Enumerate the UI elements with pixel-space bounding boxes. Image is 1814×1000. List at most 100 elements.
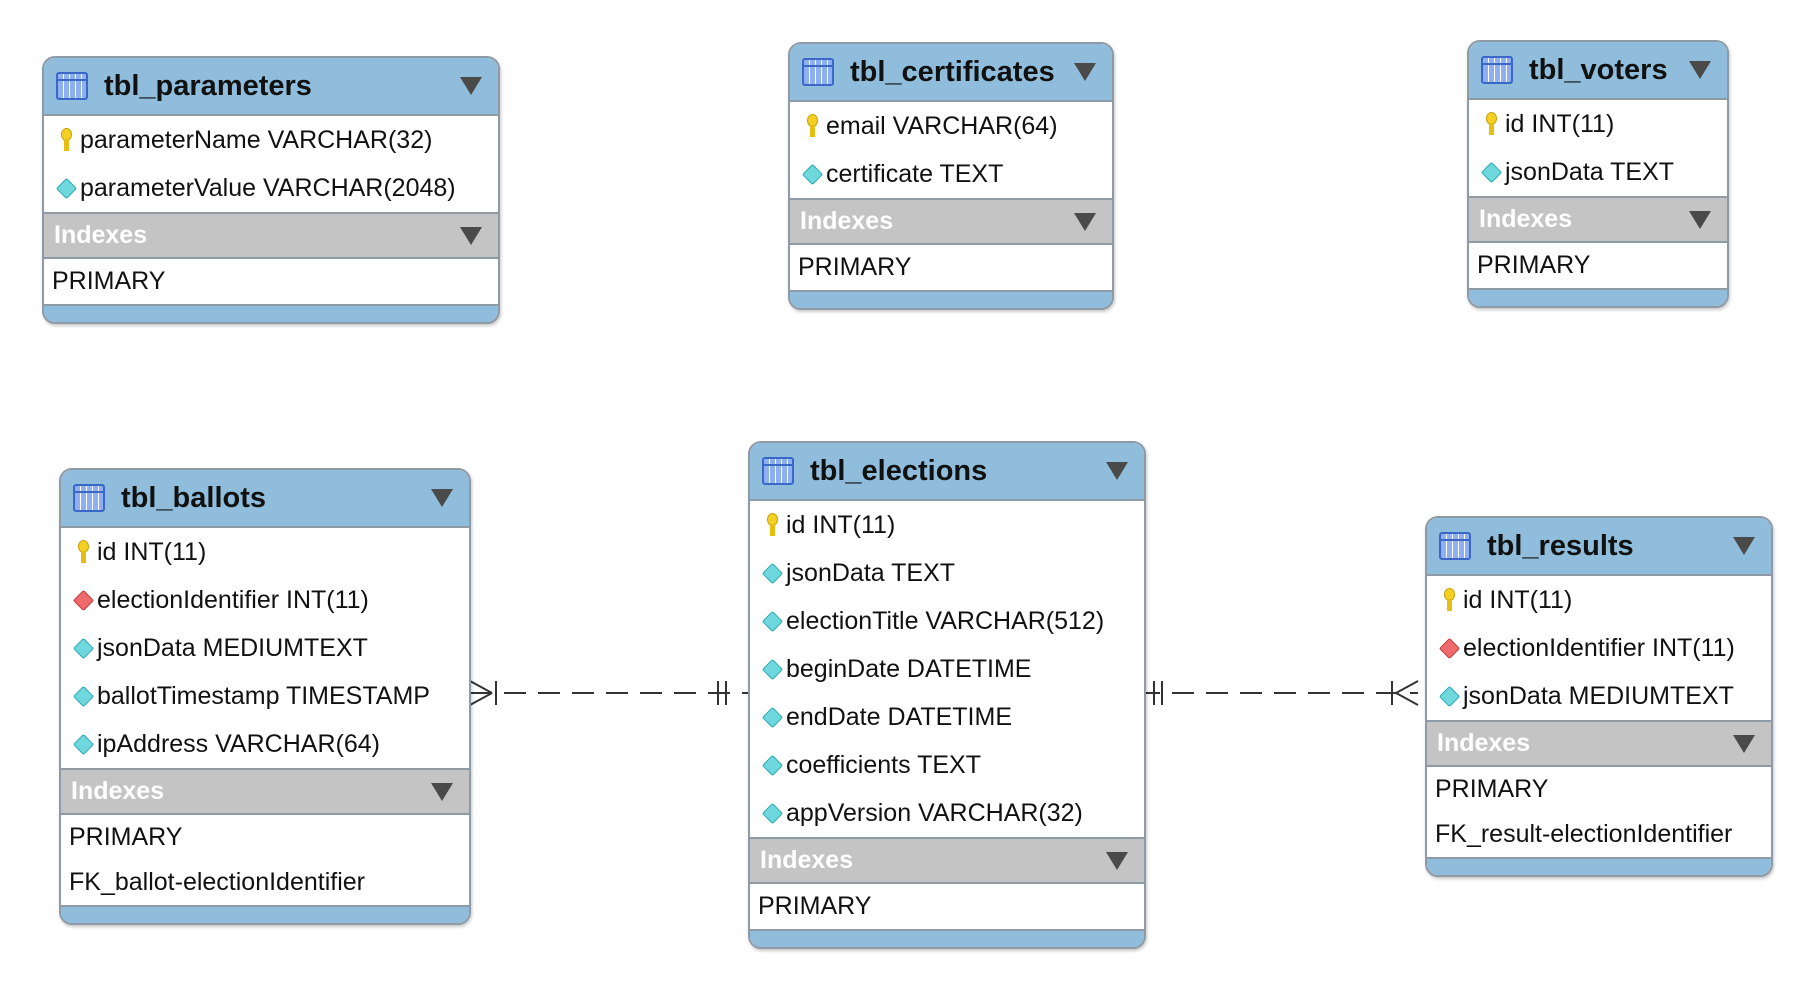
table-header[interactable]: tbl_results xyxy=(1427,518,1771,576)
column-label: electionIdentifier INT(11) xyxy=(1463,633,1735,662)
index-row[interactable]: PRIMARY xyxy=(61,815,469,860)
column-row[interactable]: jsonData MEDIUMTEXT xyxy=(1427,672,1771,720)
table-tbl-elections[interactable]: tbl_elections id INT(11) jsonData TEXT e… xyxy=(748,441,1146,949)
table-tbl-parameters[interactable]: tbl_parameters parameterName VARCHAR(32)… xyxy=(42,56,500,324)
index-row[interactable]: PRIMARY xyxy=(44,259,498,304)
table-title: tbl_results xyxy=(1487,529,1634,562)
index-label: PRIMARY xyxy=(52,267,166,295)
column-row[interactable]: email VARCHAR(64) xyxy=(790,102,1112,150)
table-header[interactable]: tbl_certificates xyxy=(790,44,1112,102)
table-footer xyxy=(44,304,498,322)
column-label: id INT(11) xyxy=(1505,109,1615,138)
column-row[interactable]: certificate TEXT xyxy=(790,150,1112,198)
index-row[interactable]: PRIMARY xyxy=(750,884,1144,929)
table-header[interactable]: tbl_voters xyxy=(1469,42,1727,100)
key-icon xyxy=(800,111,824,141)
index-row[interactable]: PRIMARY xyxy=(790,245,1112,290)
triangle-down-icon[interactable] xyxy=(1106,851,1128,870)
column-label: electionIdentifier INT(11) xyxy=(97,585,369,614)
indexes-label: Indexes xyxy=(1437,729,1531,757)
index-label: PRIMARY xyxy=(1435,775,1549,803)
indexes-header[interactable]: Indexes xyxy=(61,768,469,815)
table-tbl-voters[interactable]: tbl_voters id INT(11) jsonData TEXT Inde… xyxy=(1467,40,1729,308)
table-header[interactable]: tbl_parameters xyxy=(44,58,498,116)
table-title: tbl_ballots xyxy=(121,481,267,514)
table-header[interactable]: tbl_ballots xyxy=(61,470,469,528)
triangle-down-icon[interactable] xyxy=(460,226,482,245)
column-row[interactable]: parameterValue VARCHAR(2048) xyxy=(44,164,498,212)
table-title: tbl_voters xyxy=(1529,53,1668,86)
column-row[interactable]: endDate DATETIME xyxy=(750,693,1144,741)
triangle-down-icon[interactable] xyxy=(1074,63,1096,81)
table-icon xyxy=(1439,532,1471,560)
column-label: parameterValue VARCHAR(2048) xyxy=(80,173,456,202)
triangle-down-icon[interactable] xyxy=(1106,462,1128,480)
table-header[interactable]: tbl_elections xyxy=(750,443,1144,501)
column-row[interactable]: id INT(11) xyxy=(61,528,469,576)
indexes-header[interactable]: Indexes xyxy=(44,212,498,259)
column-label: parameterName VARCHAR(32) xyxy=(80,125,433,154)
index-row[interactable]: PRIMARY xyxy=(1469,243,1727,288)
column-row[interactable]: electionIdentifier INT(11) xyxy=(1427,624,1771,672)
triangle-down-icon[interactable] xyxy=(431,782,453,801)
table-title: tbl_certificates xyxy=(850,55,1055,88)
index-label: PRIMARY xyxy=(1477,251,1591,279)
column-row[interactable]: jsonData MEDIUMTEXT xyxy=(61,624,469,672)
triangle-down-icon[interactable] xyxy=(460,77,482,95)
index-label: PRIMARY xyxy=(798,253,912,281)
diamond-icon xyxy=(71,681,95,711)
diamond-icon xyxy=(760,606,784,636)
indexes-label: Indexes xyxy=(760,846,854,874)
column-row[interactable]: electionTitle VARCHAR(512) xyxy=(750,597,1144,645)
index-row[interactable]: FK_result-electionIdentifier xyxy=(1427,812,1771,857)
indexes-label: Indexes xyxy=(1479,205,1573,233)
indexes-label: Indexes xyxy=(800,207,894,235)
column-row[interactable]: electionIdentifier INT(11) xyxy=(61,576,469,624)
column-row[interactable]: id INT(11) xyxy=(750,501,1144,549)
column-row[interactable]: parameterName VARCHAR(32) xyxy=(44,116,498,164)
table-tbl-certificates[interactable]: tbl_certificates email VARCHAR(64) certi… xyxy=(788,42,1114,310)
column-row[interactable]: beginDate DATETIME xyxy=(750,645,1144,693)
diamond-icon xyxy=(1479,157,1503,187)
triangle-down-icon[interactable] xyxy=(431,489,453,507)
index-label: FK_ballot-electionIdentifier xyxy=(69,868,365,896)
column-row[interactable]: jsonData TEXT xyxy=(1469,148,1727,196)
table-icon xyxy=(1481,56,1513,84)
column-label: endDate DATETIME xyxy=(786,702,1013,731)
table-footer xyxy=(1427,857,1771,875)
column-label: jsonData TEXT xyxy=(1505,157,1675,186)
triangle-down-icon[interactable] xyxy=(1689,61,1711,79)
table-title: tbl_parameters xyxy=(104,69,312,102)
indexes-header[interactable]: Indexes xyxy=(790,198,1112,245)
column-row[interactable]: id INT(11) xyxy=(1469,100,1727,148)
key-icon xyxy=(760,510,784,540)
column-label: id INT(11) xyxy=(97,537,207,566)
column-row[interactable]: coefficients TEXT xyxy=(750,741,1144,789)
diamond-icon xyxy=(760,702,784,732)
key-icon xyxy=(1437,585,1461,615)
diamond-icon xyxy=(800,159,824,189)
key-icon xyxy=(71,537,95,567)
triangle-down-icon[interactable] xyxy=(1689,210,1711,229)
column-row[interactable]: ballotTimestamp TIMESTAMP xyxy=(61,672,469,720)
table-tbl-ballots[interactable]: tbl_ballots id INT(11) electionIdentifie… xyxy=(59,468,471,925)
triangle-down-icon[interactable] xyxy=(1733,734,1755,753)
column-label: beginDate DATETIME xyxy=(786,654,1032,683)
diamond-icon xyxy=(54,173,78,203)
column-label: electionTitle VARCHAR(512) xyxy=(786,606,1105,635)
indexes-header[interactable]: Indexes xyxy=(1427,720,1771,767)
triangle-down-icon[interactable] xyxy=(1074,212,1096,231)
column-row[interactable]: appVersion VARCHAR(32) xyxy=(750,789,1144,837)
column-row[interactable]: jsonData TEXT xyxy=(750,549,1144,597)
triangle-down-icon[interactable] xyxy=(1733,537,1755,555)
indexes-header[interactable]: Indexes xyxy=(1469,196,1727,243)
indexes-header[interactable]: Indexes xyxy=(750,837,1144,884)
diamond-icon xyxy=(760,750,784,780)
column-row[interactable]: id INT(11) xyxy=(1427,576,1771,624)
index-row[interactable]: FK_ballot-electionIdentifier xyxy=(61,860,469,905)
table-footer xyxy=(790,290,1112,308)
table-tbl-results[interactable]: tbl_results id INT(11) electionIdentifie… xyxy=(1425,516,1773,877)
index-row[interactable]: PRIMARY xyxy=(1427,767,1771,812)
column-row[interactable]: ipAddress VARCHAR(64) xyxy=(61,720,469,768)
column-label: appVersion VARCHAR(32) xyxy=(786,798,1083,827)
